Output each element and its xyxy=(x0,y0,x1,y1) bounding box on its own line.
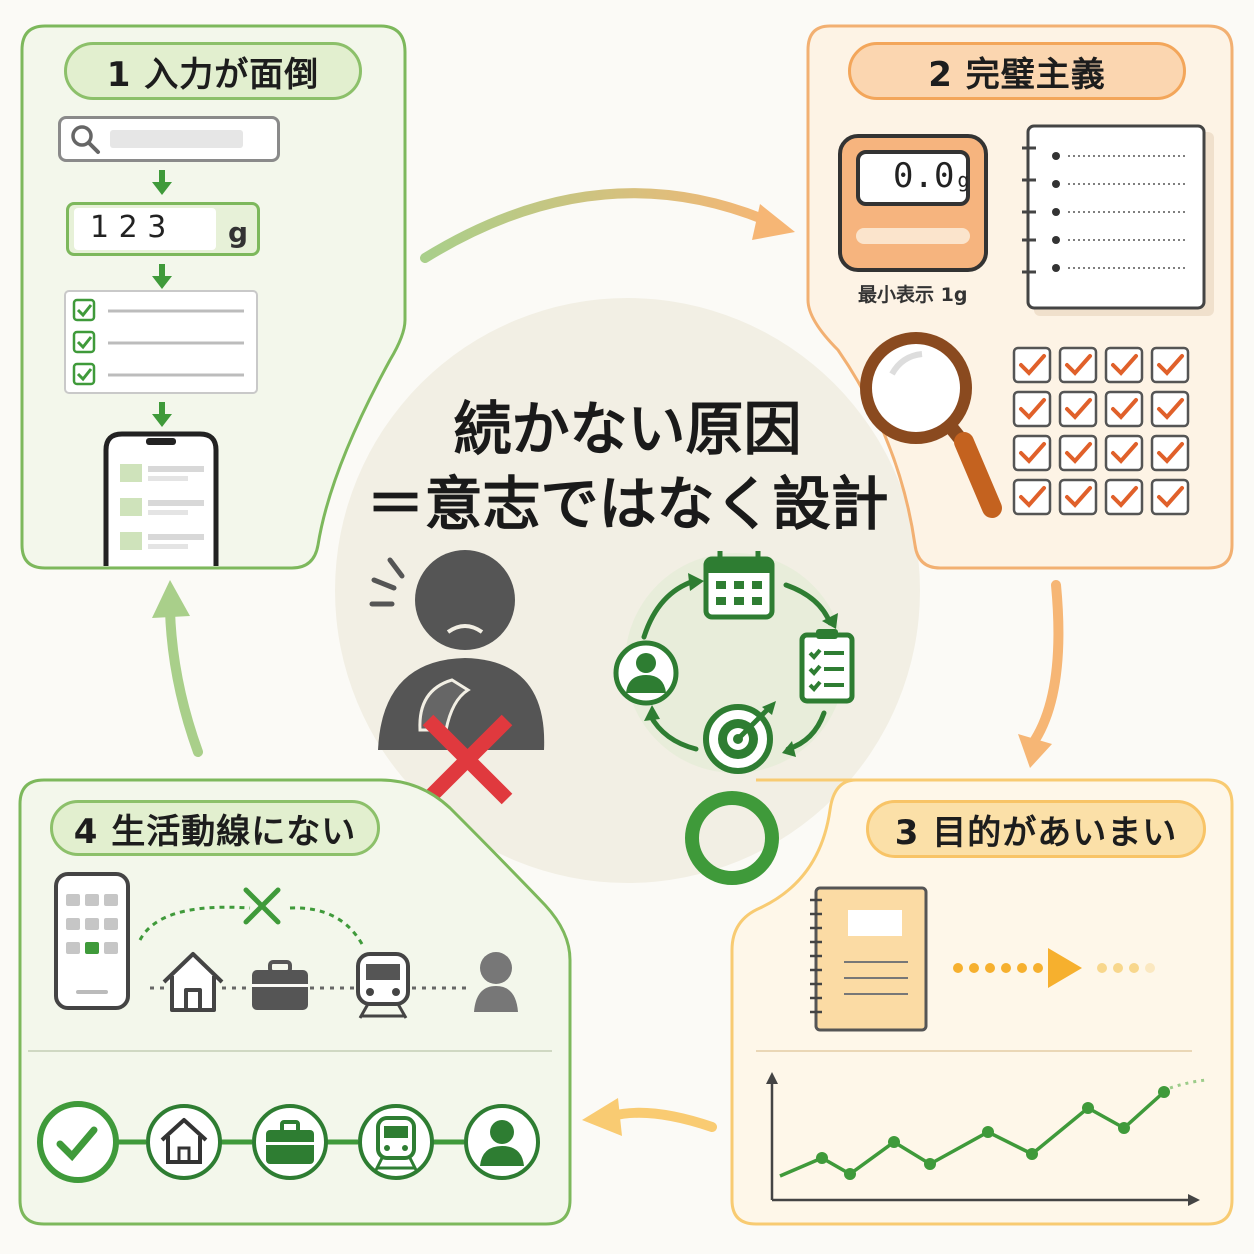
quantity-value: 1 2 3 xyxy=(90,210,167,245)
home-icon xyxy=(162,952,224,1012)
scale-value: 0.0 xyxy=(893,156,955,196)
scale-unit: g xyxy=(957,168,970,192)
home-icon xyxy=(146,1104,222,1180)
check-circle-icon xyxy=(37,1101,119,1183)
target-icon xyxy=(703,701,776,774)
arrow-down-icon xyxy=(152,264,172,289)
cycle-diagram xyxy=(613,551,855,774)
arrow-down-icon xyxy=(152,402,172,427)
person-icon xyxy=(613,640,679,706)
notebook-icon xyxy=(810,886,928,1032)
divider xyxy=(28,1050,552,1052)
panel-3-title: 3 目的があいまい xyxy=(866,800,1206,858)
person-icon xyxy=(464,1104,540,1180)
checklist-icon xyxy=(799,629,855,704)
briefcase-icon xyxy=(252,1104,328,1180)
line-chart-icon xyxy=(766,1072,1207,1206)
notebook-icon xyxy=(1022,124,1214,316)
cross-icon xyxy=(243,887,281,925)
calendar-icon xyxy=(703,551,775,620)
center-title-line2: ＝意志ではなく設計 xyxy=(366,470,889,538)
dotted-arrow xyxy=(953,948,1155,988)
panel-4-title: 4 生活動線にない xyxy=(50,800,380,856)
checkbox-icon xyxy=(72,298,96,386)
smartphone-icon xyxy=(54,872,130,1010)
route-diagram xyxy=(138,887,518,1019)
checklist-card xyxy=(64,290,258,394)
panel-2-title: 2 完璧主義 xyxy=(848,42,1186,100)
search-icon xyxy=(71,125,100,154)
center-title-line1: 続かない原因 xyxy=(453,395,802,463)
scale-caption: 最小表示 1g xyxy=(858,284,968,306)
person-icon xyxy=(474,952,518,1012)
train-icon xyxy=(358,1104,434,1180)
scale-icon xyxy=(838,134,988,272)
routine-flow xyxy=(37,1101,540,1183)
cross-icon xyxy=(422,714,513,805)
search-placeholder-bar xyxy=(110,130,243,148)
circle-mark-icon xyxy=(685,791,779,885)
quantity-field-inner xyxy=(74,208,216,250)
divider xyxy=(756,1050,1192,1052)
briefcase-icon xyxy=(252,960,308,1010)
panel-1-title: 1 入力が面倒 xyxy=(64,42,362,100)
checkbox-grid xyxy=(1012,346,1190,516)
quantity-unit: g xyxy=(228,216,249,249)
magnifier-icon xyxy=(860,332,1002,518)
arrow-down-icon xyxy=(152,170,172,195)
train-icon xyxy=(356,952,410,1019)
smartphone-icon xyxy=(103,431,219,566)
